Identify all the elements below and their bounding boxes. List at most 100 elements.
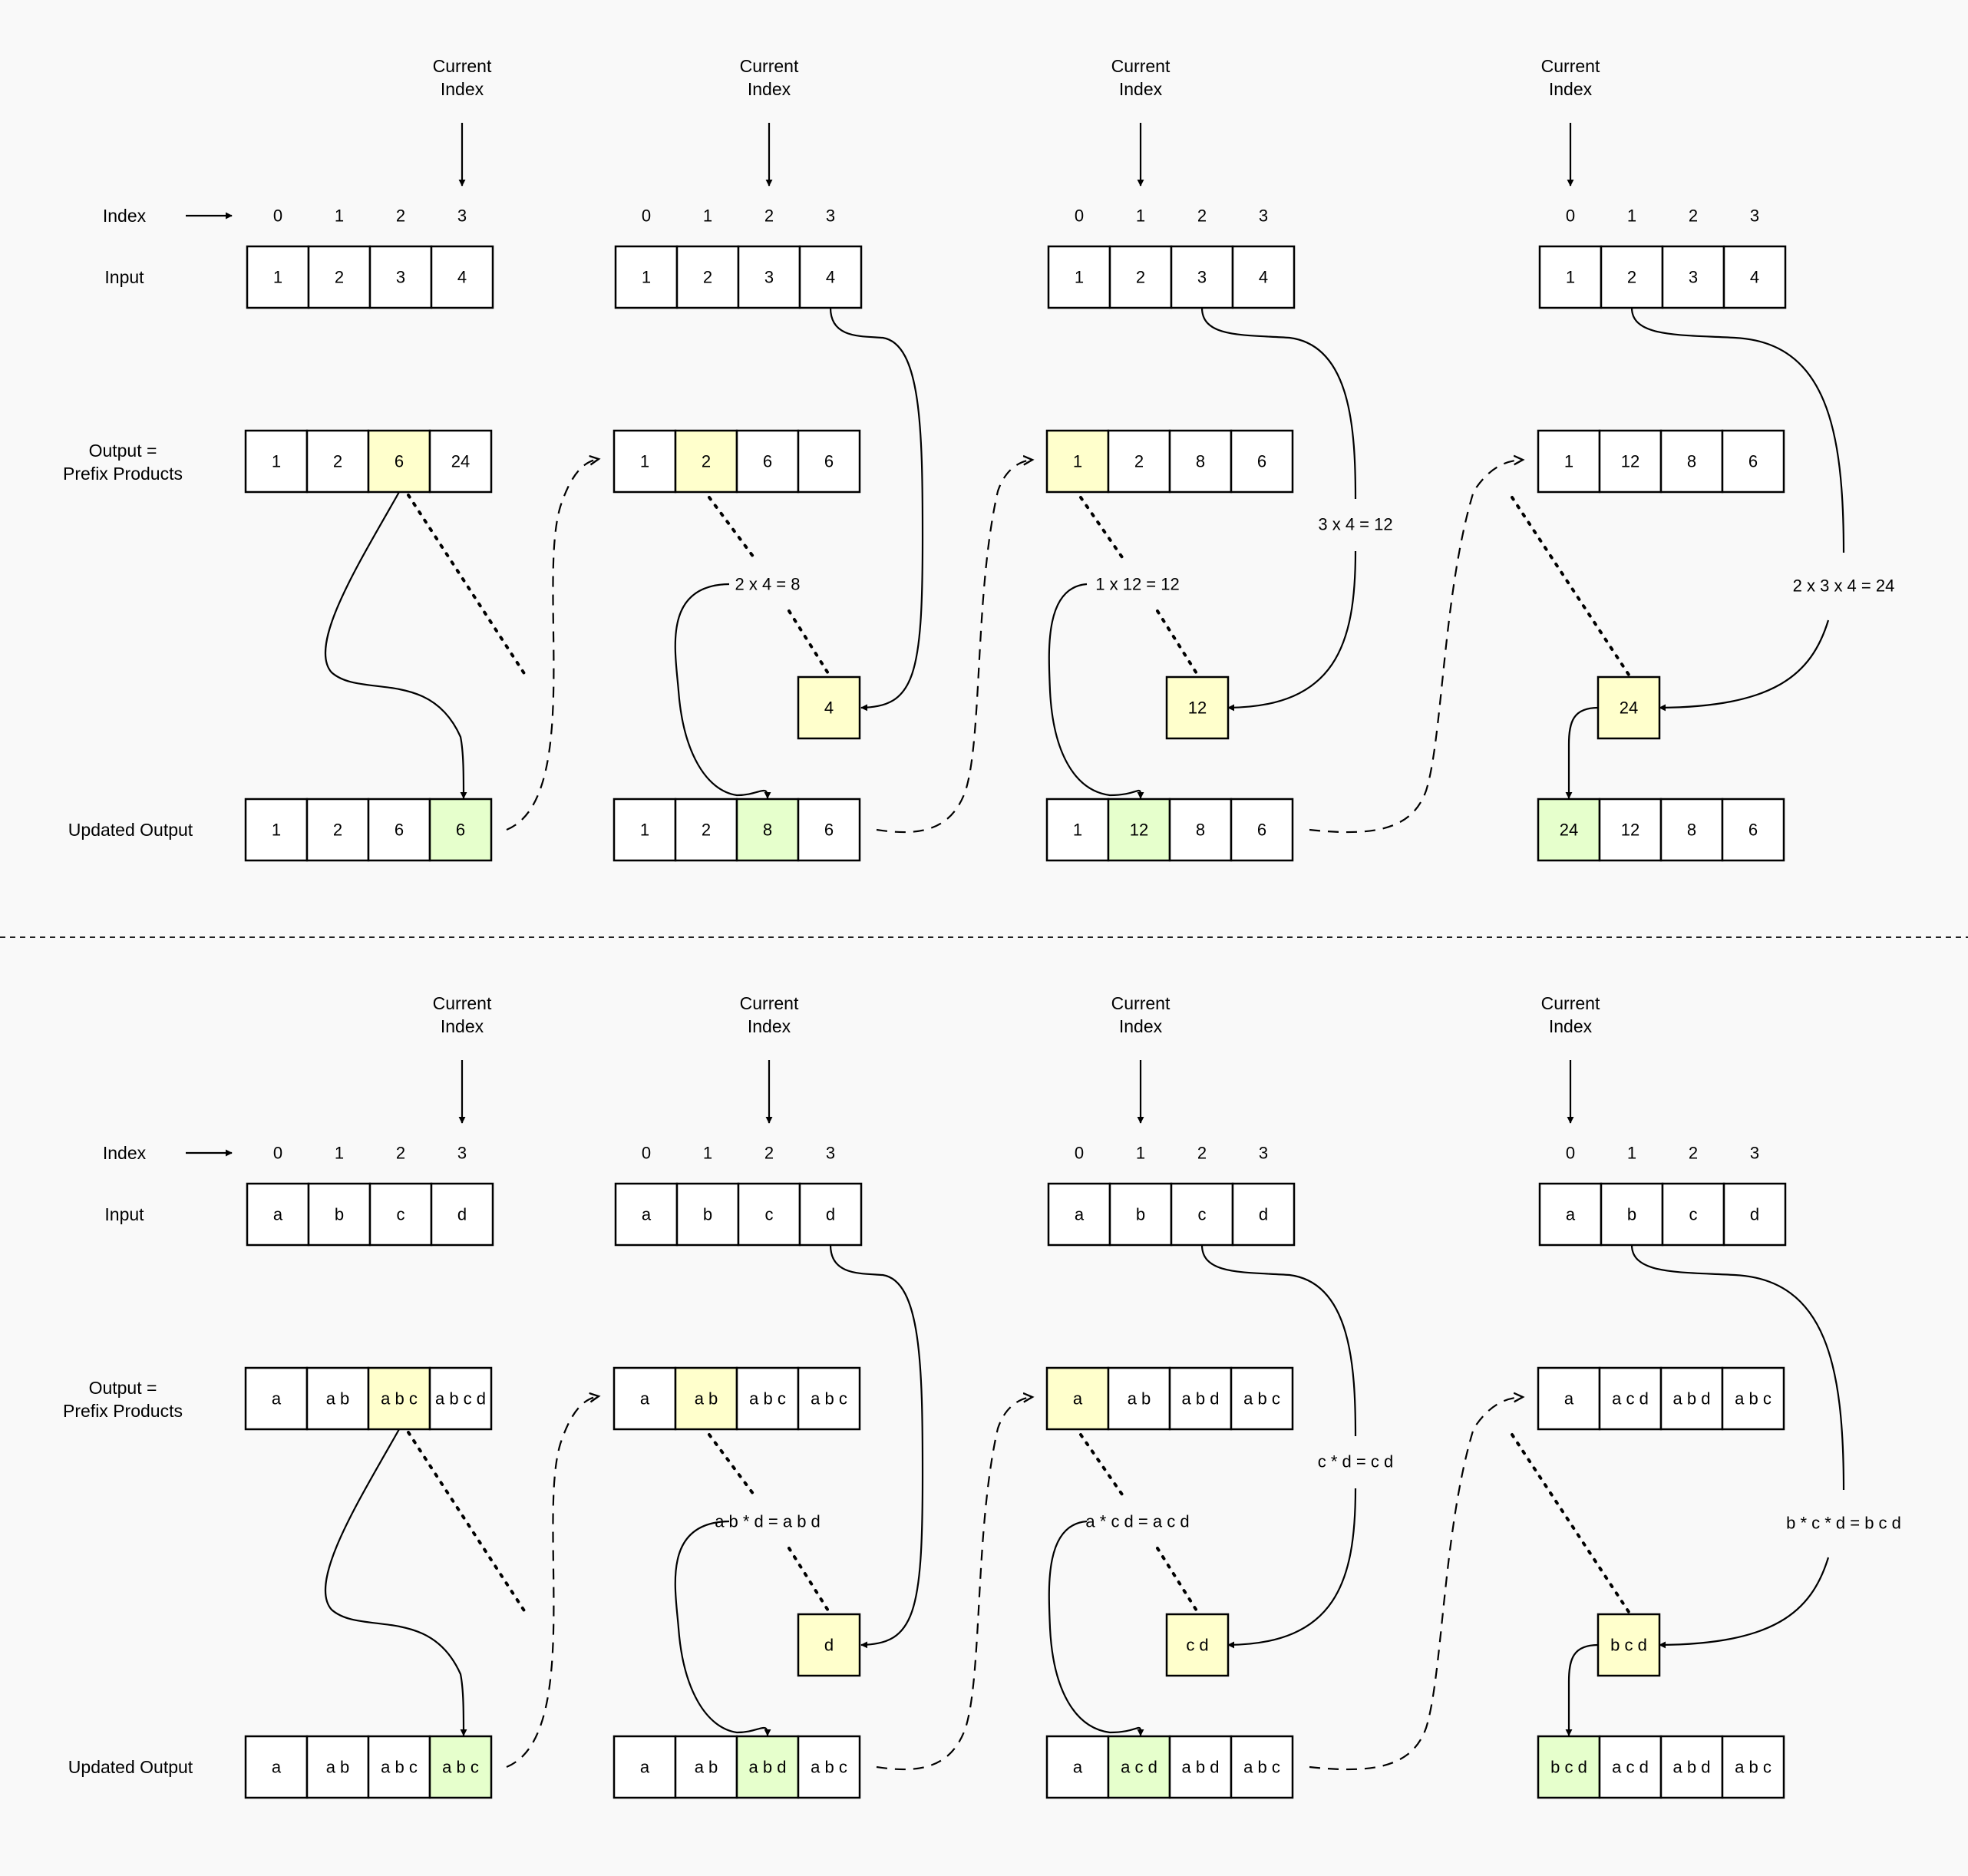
input-cell	[1108, 245, 1173, 309]
input-to-suffix-edge	[1227, 1488, 1357, 1649]
updated-output-cell	[1230, 1735, 1294, 1799]
updated-output-cell	[367, 798, 431, 862]
output-cell	[1230, 1366, 1294, 1431]
updated-output-cell	[674, 798, 738, 862]
updated-output-cell	[1045, 1735, 1110, 1799]
input-to-suffix-edge	[1630, 1244, 1845, 1491]
index-number: 1	[1627, 206, 1636, 226]
output-cell	[674, 1366, 738, 1431]
output-cell	[1107, 1366, 1171, 1431]
input-cell	[368, 245, 433, 309]
dotted-guide	[788, 609, 832, 679]
index-number: 0	[642, 206, 651, 226]
index-number: 0	[1566, 1144, 1575, 1163]
input-value: 1	[642, 268, 651, 287]
index-row-label: Index	[103, 1143, 147, 1163]
output-value: 24	[451, 452, 470, 471]
output-cell	[735, 429, 800, 494]
output-cell	[1721, 1366, 1785, 1431]
output-cell	[1659, 429, 1724, 494]
updated-output-value: a b	[326, 1758, 350, 1777]
updated-output-cell	[1721, 798, 1785, 862]
output-row-label: Output =	[89, 441, 157, 461]
dotted-guide	[708, 1433, 755, 1496]
updated-output-value: a	[272, 1758, 282, 1777]
input-row-label: Input	[104, 1204, 144, 1224]
updated-output-cell	[244, 798, 309, 862]
output-cell	[305, 1366, 370, 1431]
input-value: d	[1750, 1205, 1759, 1224]
output-value: 2	[333, 452, 342, 471]
output-value: 12	[1621, 452, 1639, 471]
input-cell	[1600, 1182, 1664, 1247]
formula-to-updated-edge	[674, 1520, 771, 1736]
updated-output-cell	[1107, 798, 1171, 862]
updated-output-value: 2	[702, 821, 711, 840]
current-index-label: Index	[748, 79, 791, 99]
formula-to-updated-edge	[1048, 1520, 1144, 1736]
output-value: 2	[702, 452, 711, 471]
dotted-guide	[1156, 609, 1200, 679]
index-number: 0	[1075, 1144, 1084, 1163]
input-value: d	[457, 1205, 467, 1224]
output-value: 6	[763, 452, 772, 471]
index-number: 3	[826, 1144, 835, 1163]
index-number: 2	[1197, 206, 1207, 226]
input-value: 1	[273, 268, 282, 287]
updated-output-value: 8	[1196, 821, 1205, 840]
input-cell	[737, 1182, 801, 1247]
suffix-to-updated-edge	[1565, 1643, 1599, 1736]
updated-output-value: a b c	[1243, 1758, 1280, 1777]
output-row-label: Prefix Products	[63, 464, 183, 484]
output-value: 6	[1257, 452, 1266, 471]
suffix-product-value: c d	[1186, 1636, 1208, 1655]
input-value: c	[1198, 1205, 1207, 1224]
updated-output-value: 12	[1130, 821, 1148, 840]
output-value: a b c	[749, 1389, 786, 1409]
updated-output-cell	[1168, 1735, 1233, 1799]
input-value: 2	[1136, 268, 1145, 287]
output-value: 1	[640, 452, 649, 471]
updated-output-cell	[428, 798, 493, 862]
output-cell	[428, 1366, 493, 1431]
output-cell	[1168, 1366, 1233, 1431]
input-value: d	[1259, 1205, 1268, 1224]
current-index-label: Index	[441, 1016, 484, 1036]
input-to-suffix-edge	[829, 307, 924, 712]
output-value: 8	[1687, 452, 1696, 471]
output-cell	[1659, 1366, 1724, 1431]
output-value: 6	[1748, 452, 1758, 471]
index-number: 1	[1136, 1144, 1145, 1163]
updated-output-cell	[1537, 798, 1601, 862]
output-value: 1	[1073, 452, 1082, 471]
output-cell	[674, 429, 738, 494]
input-value: a	[1566, 1205, 1576, 1224]
updated-output-cell	[797, 1735, 861, 1799]
output-value: a	[1073, 1389, 1083, 1409]
updated-output-value: 8	[1687, 821, 1696, 840]
input-cell	[1661, 245, 1725, 309]
input-value: c	[1689, 1205, 1698, 1224]
input-cell	[798, 1182, 863, 1247]
input-to-suffix-edge	[1630, 307, 1845, 553]
index-number: 2	[396, 206, 405, 226]
input-value: 3	[1197, 268, 1207, 287]
suffix-formula: 2 x 3 x 4 = 24	[1793, 576, 1895, 596]
output-cell	[797, 429, 861, 494]
dotted-guide	[1511, 496, 1632, 679]
current-index-label: Index	[441, 79, 484, 99]
index-number: 1	[335, 206, 344, 226]
suffix-product-value: 4	[824, 699, 834, 718]
updated-output-cell	[367, 1735, 431, 1799]
dotted-guide	[407, 494, 528, 679]
current-index-label: Current	[1111, 56, 1171, 76]
input-value: 4	[457, 268, 467, 287]
suffix-product-cell	[1597, 675, 1661, 740]
output-value: a b	[695, 1389, 718, 1409]
input-value: b	[1136, 1205, 1145, 1224]
updated-output-cell	[613, 798, 677, 862]
input-to-suffix-edge	[1659, 1557, 1830, 1649]
dotted-guide	[708, 496, 755, 559]
